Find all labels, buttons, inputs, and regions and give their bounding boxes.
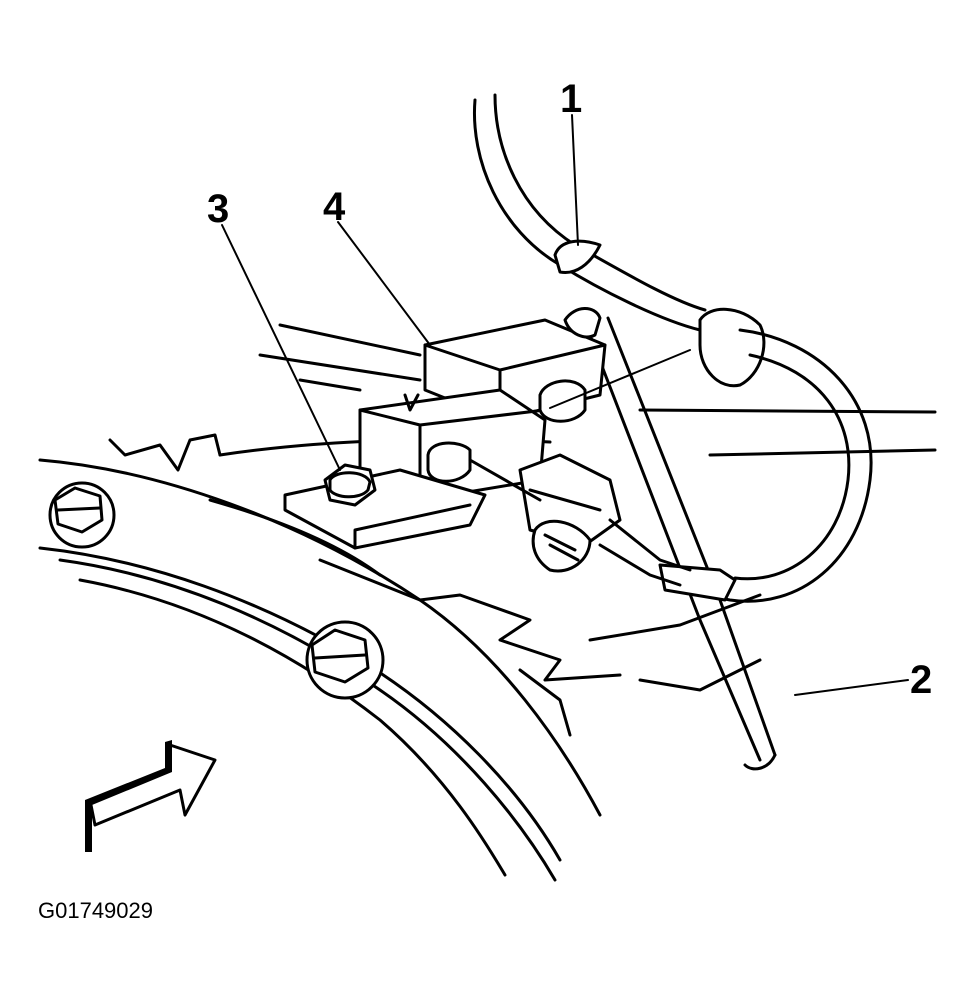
direction-arrow	[85, 740, 217, 852]
leader-lines	[221, 114, 909, 696]
callout-2: 2	[910, 658, 932, 702]
frame-lines	[258, 323, 937, 457]
housing-bolt-left	[48, 481, 116, 549]
callout-4: 4	[323, 185, 346, 229]
leader-line-3	[221, 224, 341, 471]
leader-line-1	[571, 114, 579, 246]
callout-1: 1	[560, 77, 582, 121]
callout-3: 3	[207, 187, 229, 231]
housing-bolt-center	[305, 620, 385, 700]
leader-line-1-to-connector	[549, 349, 691, 409]
bolt-hex	[323, 463, 377, 507]
wire-harness	[472, 93, 873, 603]
brake-line-rod	[586, 316, 777, 771]
housing-ring	[38, 458, 602, 882]
figure-id: G01749029	[38, 898, 153, 923]
leader-line-2	[794, 679, 909, 696]
leader-line-4	[337, 221, 431, 346]
electrical-connector	[468, 453, 692, 587]
